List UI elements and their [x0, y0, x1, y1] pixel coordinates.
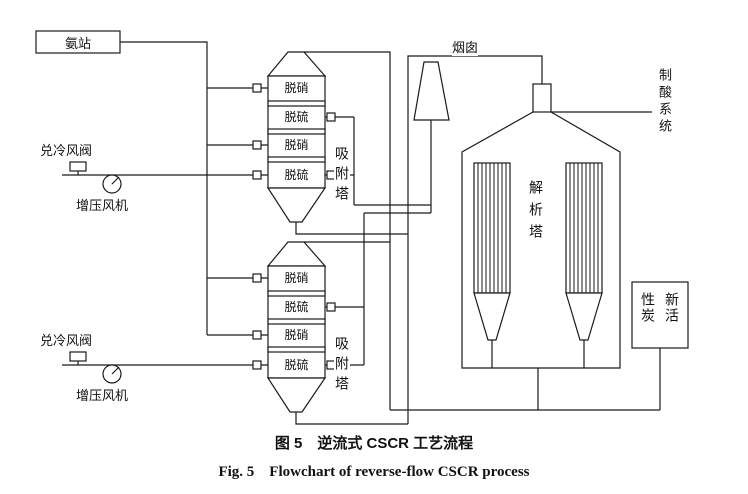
figure-caption-english: Fig. 5 Flowchart of reverse-flow CSCR pr… — [218, 464, 530, 480]
lower-tower-top — [266, 241, 327, 267]
fan-tick — [111, 176, 120, 185]
chimney-shape — [413, 61, 450, 121]
lower-tower-section-label: 脱硫 — [284, 300, 309, 314]
upper-tower-separator — [267, 128, 326, 135]
upper-tower-section-label: 脱硫 — [284, 110, 309, 124]
ammonia-supply-line — [120, 41, 268, 336]
desorber-column-left — [473, 162, 511, 294]
cold-air-valve-symbol — [69, 351, 87, 362]
lower-adsorption-tower-label: 吸附塔 — [334, 336, 350, 396]
lower-cold-air-valve-label: 兑冷风阀 — [40, 333, 93, 349]
ammonia-station-box — [35, 30, 121, 54]
upper-tower-top — [266, 51, 327, 77]
fresh-carbon-label: 新活性炭 — [640, 292, 680, 324]
carbon-feed-line — [295, 55, 543, 425]
port-square — [252, 170, 262, 180]
desorber-funnel-right — [565, 292, 603, 341]
desorber-funnel-left — [473, 292, 511, 341]
upper-tower-section-label: 脱硫 — [284, 168, 309, 182]
acid-system-label: 制酸系统 — [656, 68, 672, 136]
lower-tower-separator — [267, 290, 326, 297]
port-square — [252, 273, 262, 283]
cold-air-valve-symbol — [69, 161, 87, 172]
figure-caption-chinese: 图 5 逆流式 CSCR 工艺流程 — [274, 435, 474, 452]
port-square — [252, 330, 262, 340]
desorber-vessel-outline — [461, 111, 621, 369]
desorption-tower-label: 解析塔 — [528, 180, 544, 246]
fresh-carbon-box — [631, 281, 689, 349]
port-square — [252, 140, 262, 150]
upper-tower-hopper — [266, 187, 327, 223]
upper-adsorption-tower-label: 吸附塔 — [334, 146, 350, 206]
upper-booster-fan-label: 增压风机 — [76, 198, 129, 214]
carbon-return-line — [304, 51, 660, 411]
lower-booster-fan-label: 增压风机 — [76, 388, 129, 404]
lower-tower-section-label: 脱硫 — [284, 358, 309, 372]
upper-tower-separator — [267, 156, 326, 163]
lower-tower-hopper — [266, 377, 327, 413]
lower-tower-separator — [267, 318, 326, 325]
upper-tower-section-label: 脱硝 — [284, 81, 309, 95]
port-square — [326, 112, 336, 122]
port-square — [326, 302, 336, 312]
lower-tower-section-label: 脱硝 — [284, 271, 309, 285]
port-square — [252, 360, 262, 370]
lower-tower-separator — [267, 346, 326, 353]
desorber-neck — [532, 83, 552, 113]
ammonia-station-label: 氨站 — [64, 35, 91, 51]
desorber-column-right — [565, 162, 603, 294]
fan-tick — [111, 366, 120, 375]
upper-cold-air-valve-label: 兑冷风阀 — [40, 143, 93, 159]
port-square — [252, 83, 262, 93]
chimney-label: 烟囱 — [452, 40, 479, 56]
upper-tower-separator — [267, 100, 326, 107]
desorber-funnel-stubs — [491, 340, 585, 368]
lower-tower-section-label: 脱硝 — [284, 328, 309, 342]
fresh-carbon-label-box: 新活性炭 — [632, 282, 688, 348]
upper-tower-section-label: 脱硝 — [284, 138, 309, 152]
